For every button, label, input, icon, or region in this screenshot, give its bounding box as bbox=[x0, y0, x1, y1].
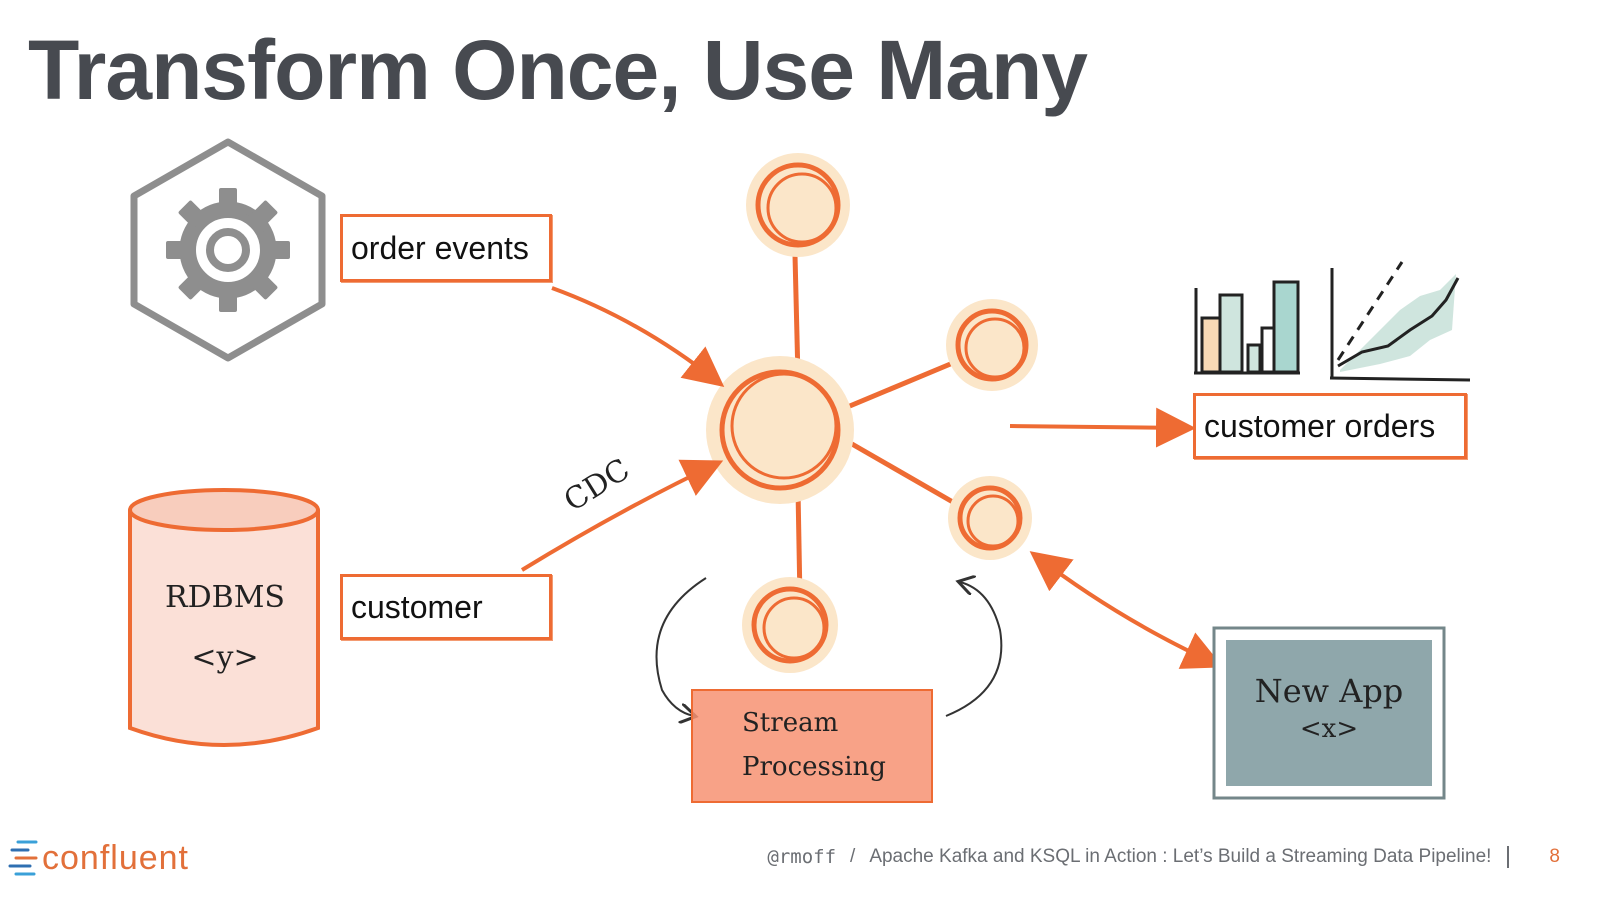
new-app-label: New App bbox=[1254, 672, 1404, 710]
order-events-box: order events bbox=[340, 214, 552, 282]
line-chart-icon bbox=[1329, 261, 1471, 382]
customer-orders-box: customer orders bbox=[1193, 393, 1467, 459]
footer-separator: / bbox=[850, 846, 856, 867]
brand-name: confluent bbox=[42, 838, 189, 877]
customer-orders-arrow bbox=[1009, 407, 1196, 448]
bar-chart-icon bbox=[1194, 280, 1300, 375]
order-events-arrow bbox=[551, 286, 725, 387]
talk-title: Apache Kafka and KSQL in Action : Let’s … bbox=[869, 846, 1492, 867]
rdbms-sublabel: <y> bbox=[191, 640, 259, 675]
confluent-mark-icon bbox=[8, 840, 38, 876]
rdbms-cylinder bbox=[128, 488, 320, 747]
new-app-box bbox=[1212, 626, 1446, 800]
order-events-label: order events bbox=[351, 229, 529, 266]
customer-orders-label: customer orders bbox=[1204, 407, 1436, 444]
new-app-sublabel: <x> bbox=[1299, 714, 1359, 744]
page-number: 8 bbox=[1549, 846, 1560, 867]
stream-processing-label-2: Processing bbox=[742, 752, 886, 782]
stream-processing-label-1: Stream bbox=[742, 708, 839, 738]
customer-box: customer bbox=[340, 574, 552, 640]
customer-label: customer bbox=[351, 588, 483, 625]
kafka-hub bbox=[706, 153, 1038, 673]
footer-divider bbox=[1507, 846, 1510, 868]
new-app-arrow bbox=[1029, 551, 1224, 669]
stream-processing-loop bbox=[655, 578, 1003, 716]
slide-title: Transform Once, Use Many bbox=[28, 23, 1088, 117]
stream-processing-box bbox=[691, 689, 933, 803]
gear-icon bbox=[130, 138, 326, 362]
rdbms-label: RDBMS bbox=[165, 580, 285, 615]
cdc-arrow bbox=[520, 459, 724, 572]
confluent-logo: confluent bbox=[8, 836, 189, 880]
data-flow-arrows bbox=[520, 286, 1224, 669]
twitter-handle: @rmoff bbox=[767, 846, 837, 868]
slide-footer: @rmoff / Apache Kafka and KSQL in Action… bbox=[767, 846, 1560, 868]
